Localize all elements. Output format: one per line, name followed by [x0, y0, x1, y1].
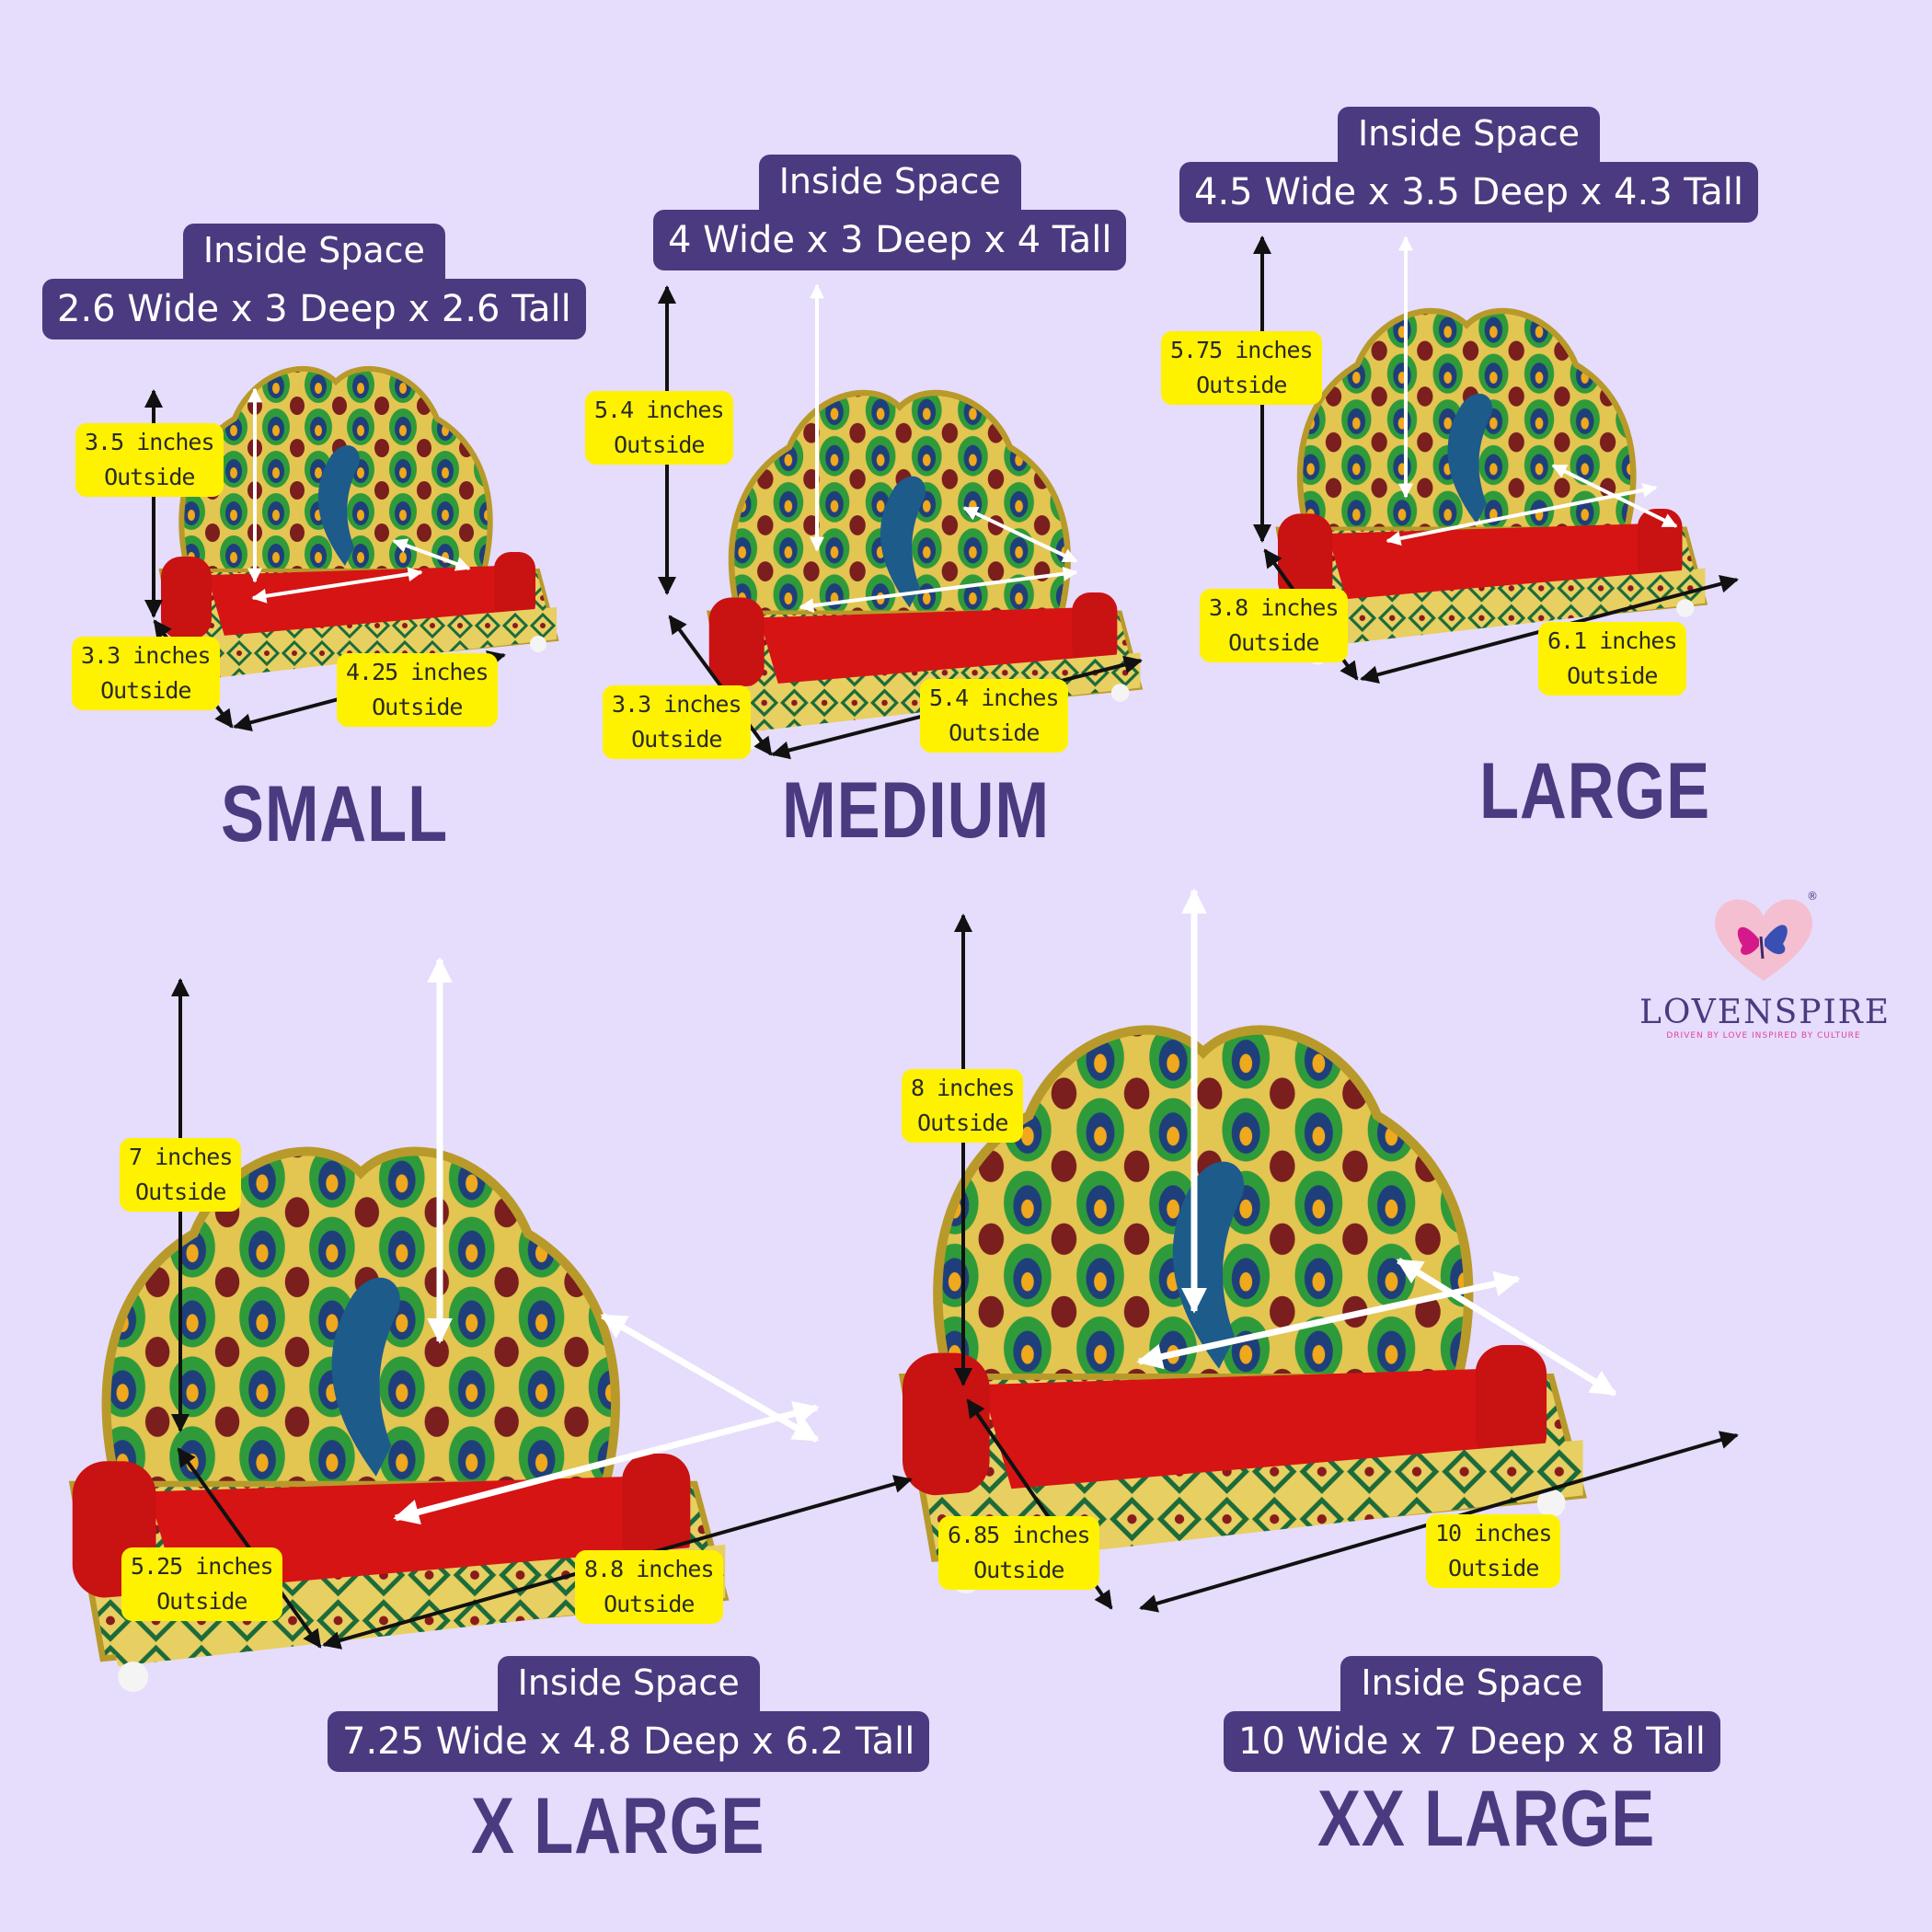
inside-space-dimensions: 10 Wide x 7 Deep x 8 Tall: [1224, 1711, 1720, 1772]
inside-space-dimensions: 4 Wide x 3 Deep x 4 Tall: [653, 210, 1127, 270]
xxlarge-height-tag: 8 inches Outside: [902, 1069, 1024, 1143]
medium-title: MEDIUM: [782, 766, 1050, 855]
small-depth-tag: 3.3 inches Outside: [72, 637, 220, 710]
xxlarge-inside-space: Inside Space 10 Wide x 7 Deep x 8 Tall: [1224, 1656, 1720, 1772]
medium-inside-space: Inside Space 4 Wide x 3 Deep x 4 Tall: [653, 155, 1127, 270]
inside-space-dimensions: 2.6 Wide x 3 Deep x 2.6 Tall: [42, 279, 586, 339]
large-inside-space: Inside Space 4.5 Wide x 3.5 Deep x 4.3 T…: [1179, 107, 1758, 223]
inside-space-dimensions: 7.25 Wide x 4.8 Deep x 6.2 Tall: [328, 1711, 930, 1772]
medium-depth-tag: 3.3 inches Outside: [603, 685, 751, 759]
xlarge-height-tag: 7 inches Outside: [120, 1138, 242, 1212]
xxlarge-depth-tag: 6.85 inches Outside: [938, 1516, 1099, 1590]
brand-name: LOVENSPIRE: [1639, 994, 1892, 1031]
xlarge-title: X LARGE: [471, 1782, 765, 1870]
inside-space-label: Inside Space: [182, 224, 445, 279]
dimension-arrows-xlarge: [171, 957, 913, 1650]
throne-small: [158, 365, 559, 696]
butterfly-heart-icon: ®: [1715, 890, 1818, 981]
inside-space-label: Inside Space: [497, 1656, 760, 1711]
inside-space-dimensions: 4.5 Wide x 3.5 Deep x 4.3 Tall: [1179, 162, 1758, 223]
inside-space-label: Inside Space: [758, 155, 1021, 210]
medium-width-tag: 5.4 inches Outside: [920, 679, 1068, 753]
inside-space-label: Inside Space: [1340, 1656, 1604, 1711]
medium-height-tag: 5.4 inches Outside: [585, 391, 733, 465]
small-title: SMALL: [221, 770, 448, 858]
xlarge-depth-tag: 5.25 inches Outside: [121, 1547, 282, 1621]
large-depth-tag: 3.8 inches Outside: [1200, 589, 1348, 662]
brand-tagline: DRIVEN BY LOVE INSPIRED BY CULTURE: [1666, 1031, 1861, 1041]
registered-mark: ®: [1807, 890, 1818, 903]
xlarge-inside-space: Inside Space 7.25 Wide x 4.8 Deep x 6.2 …: [328, 1656, 930, 1772]
small-inside-space: Inside Space 2.6 Wide x 3 Deep x 2.6 Tal…: [42, 224, 586, 339]
inside-space-label: Inside Space: [1337, 107, 1600, 162]
xxlarge-title: XX LARGE: [1317, 1775, 1656, 1863]
xxlarge-width-tag: 10 inches Outside: [1426, 1514, 1561, 1588]
large-height-tag: 5.75 inches Outside: [1161, 331, 1322, 405]
small-width-tag: 4.25 inches Outside: [337, 653, 498, 727]
large-title: LARGE: [1479, 747, 1710, 835]
xlarge-width-tag: 8.8 inches Outside: [575, 1550, 723, 1624]
small-height-tag: 3.5 inches Outside: [75, 423, 224, 497]
brand-logo: ® LOVENSPIRE DRIVEN BY LOVE INSPIRED BY …: [1639, 889, 1892, 1041]
large-width-tag: 6.1 inches Outside: [1538, 622, 1686, 696]
